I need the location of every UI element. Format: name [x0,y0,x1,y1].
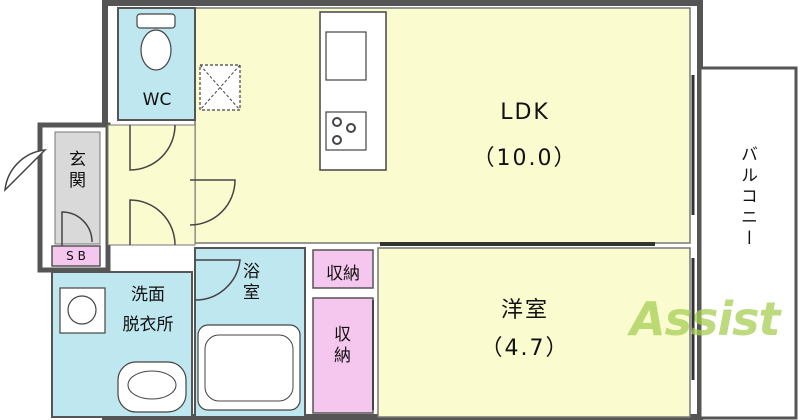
wash-basin [117,361,187,413]
balcony-label: バルコニー [737,145,757,250]
refrigerator-cross-2 [199,64,241,111]
hall [107,124,196,246]
storage-side-label: 収納 [330,325,350,367]
watermark-logo: Assist [630,292,780,346]
ldk-name: LDK [500,100,550,125]
bath-door [194,259,241,301]
western-size: （4.7） [480,336,570,361]
storage-side [312,297,374,414]
bathtub [197,324,301,411]
ldk-size: （10.0） [472,146,578,171]
washroom-label-2: 脱衣所 [122,315,174,335]
wc-label: WC [142,90,172,110]
balcony [698,66,798,420]
storage-top [312,249,374,289]
ldk-room [194,7,691,244]
wc-door [129,124,176,171]
bath-label: 浴室 [239,262,259,304]
kitchen-sink [325,31,367,81]
burner-3 [332,135,342,145]
bathtub-inner [204,334,294,402]
entrance-label: 玄関 [65,150,85,192]
washroom-label-1: 洗面 [131,285,165,305]
shoe-box-label: S B [66,249,86,263]
western-name: 洋室 [500,298,549,323]
toilet-tank [136,13,176,29]
burner-2 [346,123,356,133]
hall-door [189,179,236,226]
wash-basin-bowl [127,370,177,400]
sb-door [61,211,93,246]
shoe-box [51,245,101,267]
western-room [377,247,691,418]
entrance-door [4,149,48,193]
kitchen-stove [325,111,367,151]
washing-machine [59,287,106,334]
washing-drum [67,295,97,325]
toilet-bowl [140,29,172,71]
washroom-door [129,199,176,246]
burner-1 [332,117,342,127]
storage-top-label: 収納 [326,264,360,284]
